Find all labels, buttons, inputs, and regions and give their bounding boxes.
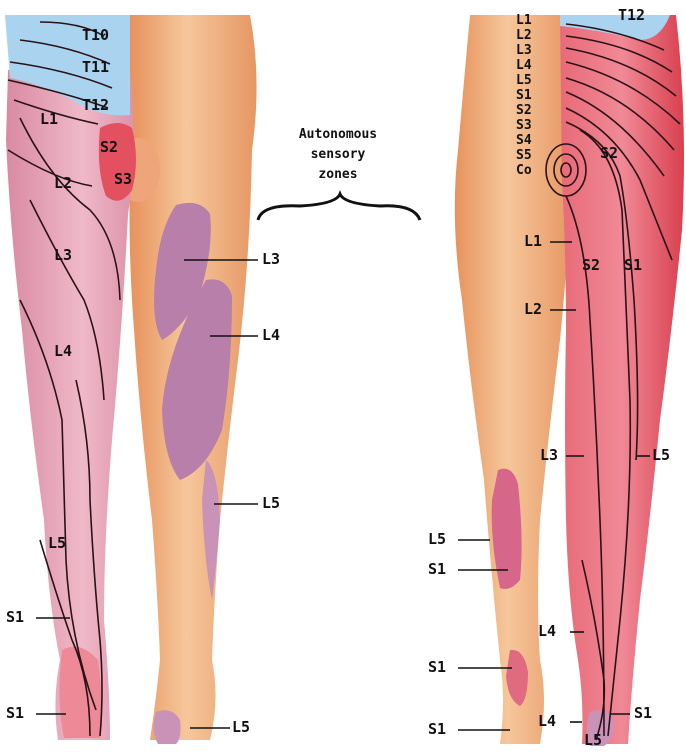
front-label-l1: L1	[40, 112, 58, 127]
back-label-l5-foot: L5	[584, 733, 602, 748]
back-stack-co: Co	[516, 164, 532, 177]
back-stack-l1: L1	[516, 14, 532, 27]
zones-brace	[258, 194, 420, 220]
front-zone-label-l4: L4	[262, 328, 280, 343]
back-stack-l4: L4	[516, 59, 532, 72]
back-label-s1-right: S1	[634, 706, 652, 721]
back-stack-s4: S4	[516, 134, 532, 147]
front-label-l4: L4	[54, 344, 72, 359]
front-label-t11: T11	[82, 60, 109, 75]
back-label-t12: T12	[618, 8, 645, 23]
front-label-t12: T12	[82, 98, 109, 113]
front-zone-label-l5-foot: L5	[232, 720, 250, 735]
back-stack-l3: L3	[516, 44, 532, 57]
front-label-s2: S2	[100, 140, 118, 155]
front-label-l3: L3	[54, 248, 72, 263]
back-stack-s2: S2	[516, 104, 532, 117]
front-sacral-zone	[99, 123, 136, 201]
back-label-s2-thigh: S2	[582, 258, 600, 273]
caption-autonomous-sensory-zones: Autonomous sensory zones	[258, 125, 418, 185]
front-label-s1-lower: S1	[6, 706, 24, 721]
back-label-l4: L4	[538, 624, 556, 639]
front-label-s3: S3	[114, 172, 132, 187]
front-label-s1-upper: S1	[6, 610, 24, 625]
front-zone-l5-foot	[153, 710, 180, 744]
back-stack-l5: L5	[516, 74, 532, 87]
front-zone-label-l3: L3	[262, 252, 280, 267]
back-label-l2: L2	[524, 302, 542, 317]
caption-line-2: sensory	[258, 145, 418, 165]
caption-line-1: Autonomous	[258, 125, 418, 145]
front-label-l5: L5	[48, 536, 66, 551]
back-stack-s5: S5	[516, 149, 532, 162]
back-stack-s1: S1	[516, 89, 532, 102]
back-label-s1-thigh: S1	[624, 258, 642, 273]
back-stack-s3: S3	[516, 119, 532, 132]
front-label-l2: L2	[54, 176, 72, 191]
back-label-l4-foot: L4	[538, 714, 556, 729]
back-label-l5: L5	[652, 448, 670, 463]
back-label-s1-ankle: S1	[428, 660, 446, 675]
back-label-l1: L1	[524, 234, 542, 249]
back-right-leg	[560, 15, 684, 744]
back-label-s2: S2	[600, 146, 618, 161]
caption-line-3: zones	[258, 165, 418, 185]
back-label-s1-calf: S1	[428, 562, 446, 577]
back-label-s1-foot: S1	[428, 722, 446, 737]
front-label-t10: T10	[82, 28, 109, 43]
back-stack-l2: L2	[516, 29, 532, 42]
back-label-l5-calf: L5	[428, 532, 446, 547]
back-label-l3: L3	[540, 448, 558, 463]
front-zone-label-l5: L5	[262, 496, 280, 511]
